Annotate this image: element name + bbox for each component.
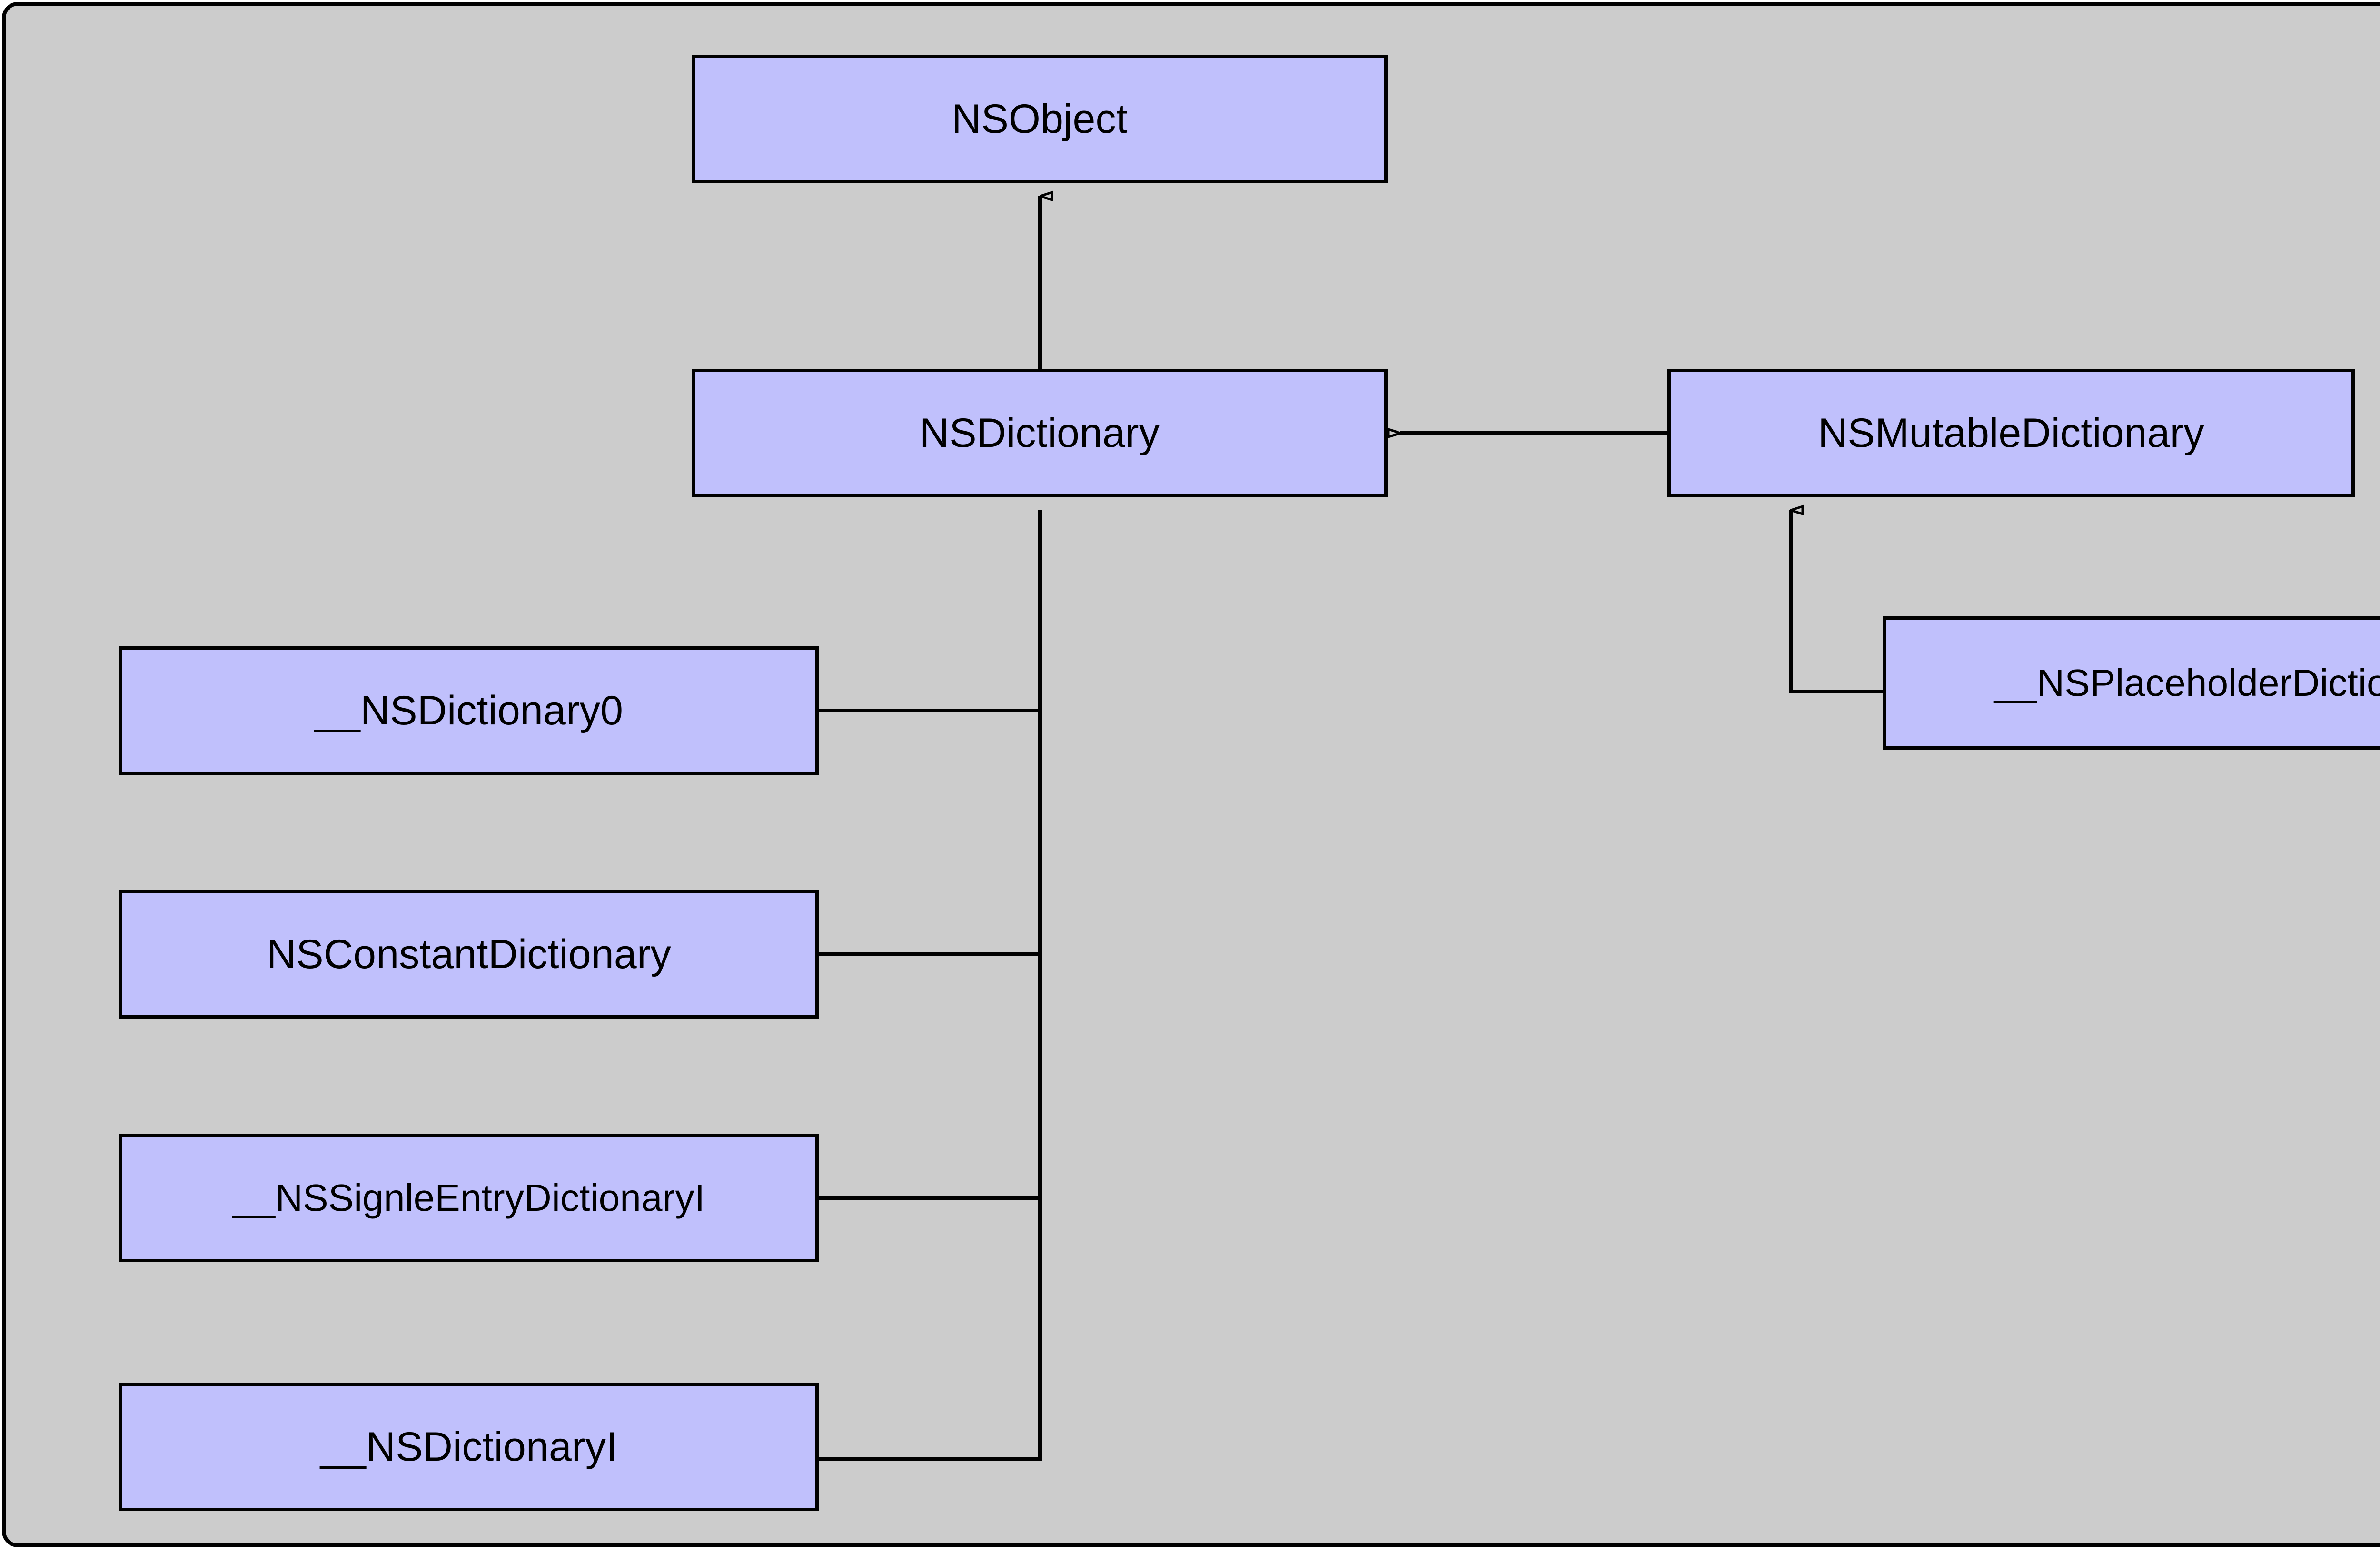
class-node-nsconstantdictionary-label: NSConstantDictionary [266, 931, 672, 977]
class-node-nsplaceholderdictionary-label: __NSPlaceholderDictionary [1994, 662, 2380, 704]
class-node-nsobject-label: NSObject [952, 96, 1128, 142]
class-node-nsdictionary[interactable]: NSDictionary [692, 369, 1388, 497]
class-node-nsdictionary0-label: __NSDictionary0 [314, 688, 624, 733]
class-node-nsdictionary-label: NSDictionary [919, 410, 1160, 456]
class-node-nsmutabledictionary-label: NSMutableDictionary [1818, 410, 2204, 456]
class-node-nsobject[interactable]: NSObject [692, 55, 1388, 183]
class-node-nsmutabledictionary[interactable]: NSMutableDictionary [1667, 369, 2355, 497]
class-node-nsdictionary0[interactable]: __NSDictionary0 [119, 646, 819, 775]
class-node-nssignleentrydictionaryi-label: __NSSignleEntryDictionaryI [232, 1177, 705, 1219]
class-node-nssignleentrydictionaryi[interactable]: __NSSignleEntryDictionaryI [119, 1134, 819, 1262]
class-node-nsdictionaryi-label: __NSDictionaryI [320, 1424, 618, 1470]
class-node-nsconstantdictionary[interactable]: NSConstantDictionary [119, 890, 819, 1019]
class-node-nsplaceholderdictionary[interactable]: __NSPlaceholderDictionary [1883, 616, 2380, 750]
class-node-nsdictionaryi[interactable]: __NSDictionaryI [119, 1383, 819, 1511]
